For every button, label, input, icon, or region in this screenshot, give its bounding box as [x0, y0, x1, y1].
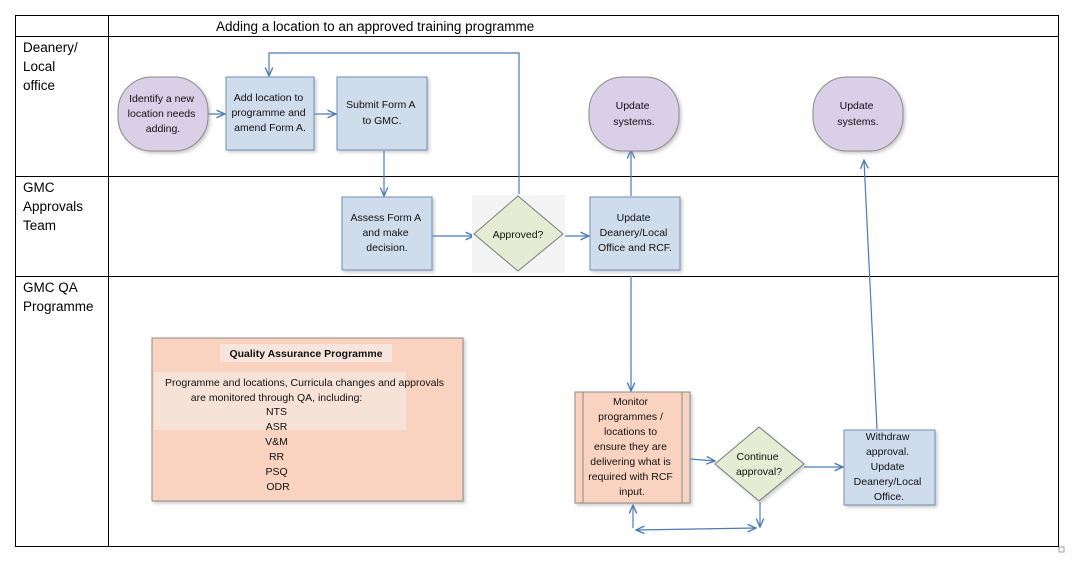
connectors	[208, 52, 878, 530]
svg-text:Identify a new location: Identify a new location needs adding.	[128, 93, 199, 135]
svg-text:Approved?: Approved?	[493, 229, 544, 241]
qa-programme-box: Quality Assurance Programme Programme an…	[151, 337, 464, 502]
node-submit-form: Submit Form A to GMC.	[336, 76, 428, 151]
corner-handle	[1058, 546, 1065, 553]
node-withdraw-approval: Withdraw approval. Update Deanery/Local …	[843, 429, 936, 506]
arrow-approved-back-to-add	[269, 52, 520, 194]
svg-text:Submit Form A to GMC.: Submit Form A to GMC.	[346, 99, 418, 127]
lane-label-gmc-qa: GMC QA Programme	[23, 280, 94, 314]
node-continue-decision: Continue approval?	[714, 426, 805, 502]
diagram-title: Adding a location to an approved trainin…	[216, 19, 534, 34]
node-assess-form: Assess Form A and make decision.	[341, 196, 433, 271]
node-add-location: Add location to programme and amend Form…	[225, 76, 315, 151]
node-identify-location: Identify a new location needs adding.	[117, 76, 209, 152]
svg-text:Update systems.: Update systems.	[837, 100, 878, 128]
arrow-loop-bottom	[636, 528, 756, 530]
node-update-systems-2: Update systems.	[812, 76, 904, 152]
svg-text:Update Deanery/Local: Update Deanery/Local Office and RCF.	[598, 212, 672, 254]
svg-text:Programme and locations, Curri: Programme and locations, Curricula chang…	[165, 377, 447, 493]
svg-text:Quality Assurance Programme: Quality Assurance Programme	[229, 348, 382, 360]
svg-text:Add location to programm: Add location to programme and amend Form…	[231, 92, 308, 134]
svg-text:Withdraw approval.: Withdraw approval. Update Deanery/Local …	[854, 431, 925, 503]
svg-text:Monitor programmes /: Monitor programmes / locations to ensure…	[588, 396, 676, 498]
node-approved-decision: Approved?	[472, 195, 565, 273]
arrow-monitor-to-continue	[689, 459, 715, 461]
lane-label-deanery: Deanery/ Local office	[23, 40, 82, 93]
swimlane-grid	[15, 15, 1059, 547]
node-monitor-programmes: Monitor programmes / locations to ensure…	[574, 391, 691, 504]
lane-label-gmc-approvals: GMC Approvals Team	[23, 180, 87, 233]
arrow-withdraw-to-systems	[864, 160, 878, 430]
svg-text:Assess Form A and make: Assess Form A and make decision.	[351, 212, 424, 254]
svg-text:Update systems.: Update systems.	[613, 100, 654, 128]
node-update-systems-1: Update systems.	[588, 76, 680, 152]
svg-text:Continue approval?: Continue approval?	[736, 451, 782, 478]
node-update-deanery: Update Deanery/Local Office and RCF.	[589, 196, 681, 271]
